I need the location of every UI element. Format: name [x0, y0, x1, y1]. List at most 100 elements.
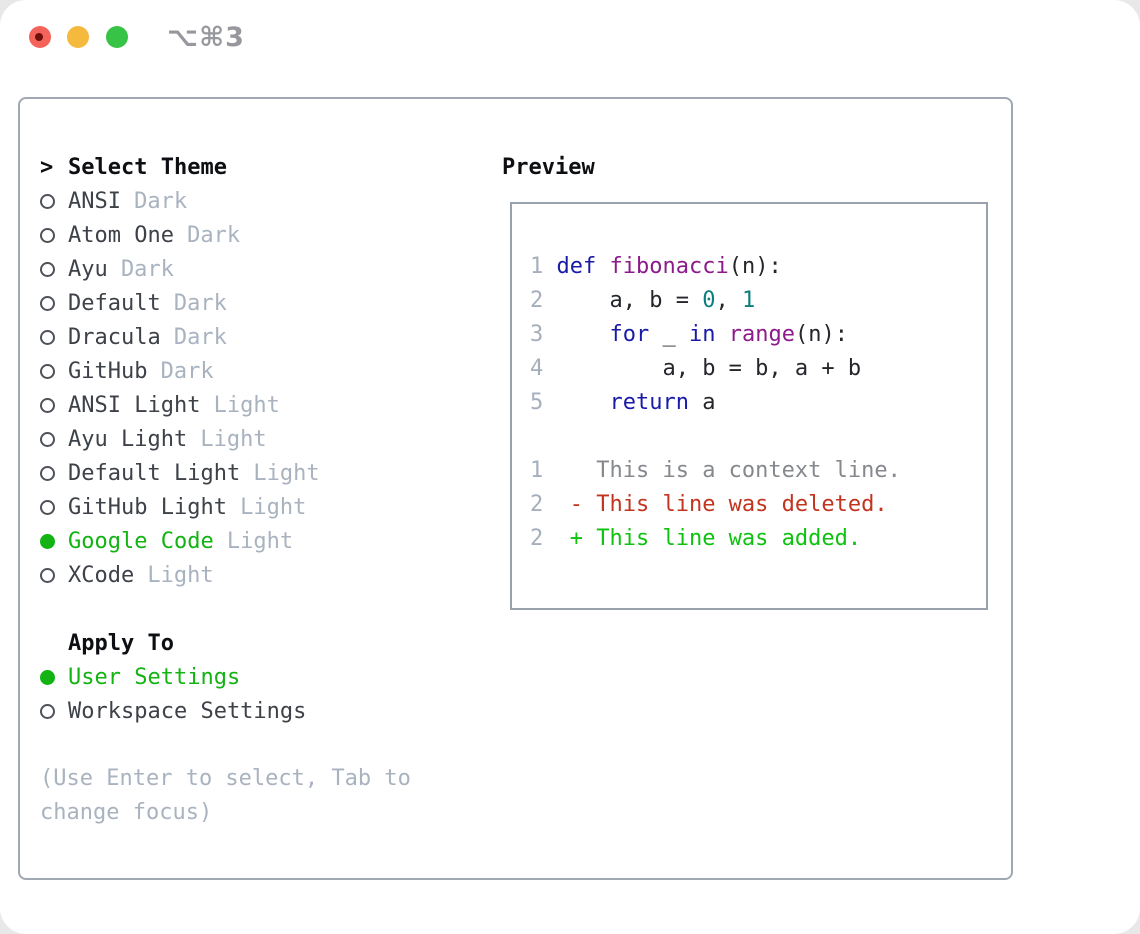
theme-variant: Light: [213, 392, 280, 418]
diff-line: 2 - This line was deleted.: [530, 488, 986, 522]
theme-name: Ayu Light: [68, 426, 188, 452]
apply-to-title: Apply To: [68, 630, 174, 656]
code-token: range: [728, 322, 795, 347]
keyboard-hint: (Use Enter to select, Tab to change focu…: [40, 766, 411, 825]
line-number: 2: [530, 288, 557, 313]
code-token: fibonacci: [609, 254, 729, 279]
code-line: 1 def fibonacci(n):: [530, 250, 986, 284]
radio-icon: [40, 669, 55, 685]
apply-to-label: Workspace Settings: [68, 698, 307, 724]
code-token: [715, 322, 728, 347]
theme-name: ANSI Light: [68, 392, 201, 418]
theme-option[interactable]: Ayu Light Light: [40, 422, 485, 456]
theme-variant: Dark: [120, 256, 174, 282]
spacer: [530, 420, 986, 454]
diff-text: - This line was deleted.: [556, 492, 888, 517]
code-token: return: [609, 390, 689, 415]
theme-variant: Light: [200, 426, 267, 452]
radio-icon: [40, 363, 55, 379]
line-number: 3: [530, 322, 557, 347]
radio-icon: [40, 567, 55, 583]
theme-name: Ayu: [68, 256, 108, 282]
radio-icon: [40, 329, 55, 345]
apply-to-option[interactable]: User Settings: [40, 660, 485, 694]
diff-text: + This line was added.: [556, 526, 862, 551]
code-token: def: [556, 254, 597, 279]
spacer: [40, 728, 485, 762]
select-theme-title: Select Theme: [68, 154, 227, 180]
radio-icon: [40, 227, 55, 243]
code-line: 2 a, b = 0, 1: [530, 284, 986, 318]
apply-to-header: Apply To: [40, 626, 485, 660]
code-token: _: [649, 322, 689, 347]
theme-option[interactable]: Ayu Dark: [40, 252, 485, 286]
theme-option[interactable]: ANSI Dark: [40, 184, 485, 218]
theme-variant: Light: [240, 494, 307, 520]
theme-name: XCode: [68, 562, 135, 588]
close-button[interactable]: [29, 26, 51, 48]
theme-name: GitHub: [68, 358, 148, 384]
diff-text: This is a context line.: [556, 458, 901, 483]
code-token: a, b =: [556, 288, 703, 313]
line-number: 2: [530, 526, 557, 551]
code-token: for: [609, 322, 650, 347]
code-token: [596, 254, 609, 279]
code-token: [557, 390, 610, 415]
minimize-button[interactable]: [67, 26, 89, 48]
code-line: 5 return a: [530, 386, 986, 420]
line-number: 5: [530, 390, 557, 415]
theme-name: Google Code: [68, 528, 214, 554]
apply-to-label: User Settings: [68, 664, 241, 690]
theme-option[interactable]: Default Dark: [40, 286, 485, 320]
radio-icon: [40, 465, 55, 481]
code-token: 1: [741, 288, 756, 313]
theme-name: ANSI: [68, 188, 121, 214]
line-number: 1: [530, 458, 557, 483]
theme-option[interactable]: Google Code Light: [40, 524, 485, 558]
line-number: 1: [530, 254, 557, 279]
theme-name: Atom One: [68, 222, 174, 248]
theme-option[interactable]: ANSI Light Light: [40, 388, 485, 422]
apply-to-option[interactable]: Workspace Settings: [40, 694, 485, 728]
code-token: [557, 322, 610, 347]
diff-line: 1 This is a context line.: [530, 454, 986, 488]
window-titlebar: ⌥⌘3: [0, 0, 1140, 75]
theme-option[interactable]: GitHub Dark: [40, 354, 485, 388]
line-number: 2: [530, 492, 557, 517]
theme-variant: Dark: [173, 290, 227, 316]
radio-icon: [40, 193, 55, 209]
preview-title: Preview: [502, 154, 595, 180]
theme-option[interactable]: GitHub Light Light: [40, 490, 485, 524]
theme-variant: Light: [226, 528, 294, 554]
zoom-button[interactable]: [106, 26, 128, 48]
line-number: 4: [530, 356, 557, 381]
code-line: 4 a, b = b, a + b: [530, 352, 986, 386]
code-token: a, b = b, a + b: [556, 356, 862, 381]
theme-variant: Dark: [160, 358, 214, 384]
theme-variant: Light: [253, 460, 320, 486]
theme-name: Default: [68, 290, 161, 316]
radio-icon: [40, 533, 55, 549]
theme-name: Dracula: [68, 324, 161, 350]
radio-icon: [40, 261, 55, 277]
radio-icon: [40, 295, 55, 311]
radio-icon: [40, 499, 55, 515]
theme-name: GitHub Light: [68, 494, 227, 520]
diff-preview: 1 This is a context line.2 - This line w…: [530, 454, 986, 556]
radio-icon: [40, 397, 55, 413]
radio-icon: [40, 431, 55, 447]
diff-line: 2 + This line was added.: [530, 522, 986, 556]
code-token: 0: [702, 288, 716, 313]
theme-variant: Dark: [134, 188, 188, 214]
code-token: a: [688, 390, 716, 415]
